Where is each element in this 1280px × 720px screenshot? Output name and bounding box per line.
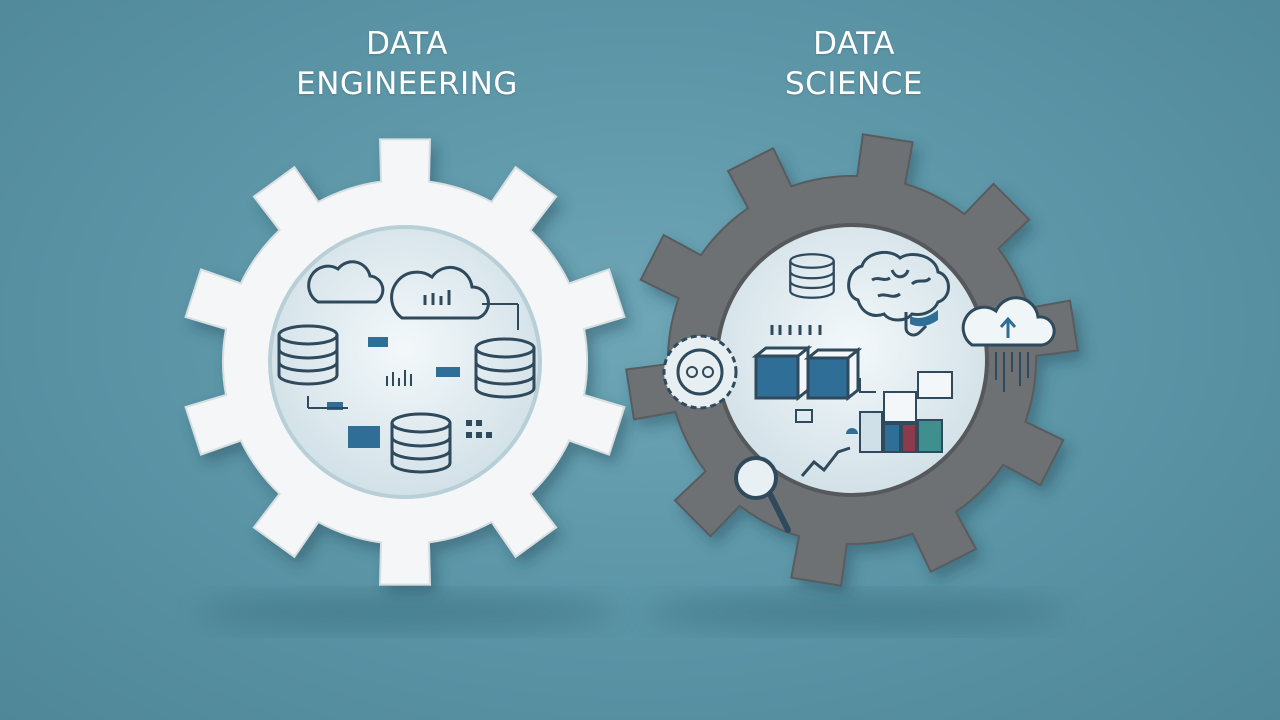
title-line-1: DATA [813, 26, 895, 62]
data-block-icon [327, 402, 343, 410]
small-window-icon [795, 409, 813, 423]
mini-bars-icon [770, 325, 822, 335]
upload-arrow-icon [999, 316, 1017, 338]
small-cloud-icon [846, 428, 858, 434]
data-stream-icon [995, 352, 1029, 392]
data-science-icons [662, 250, 1056, 533]
data-engineering-icons [277, 260, 536, 474]
gear-shadow [198, 596, 618, 628]
cube-icon [917, 371, 953, 399]
title-line-2: ENGINEERING [296, 66, 518, 102]
data-engineering-title: DATA ENGINEERING [207, 24, 607, 104]
cloud-bar-chart-icon [390, 266, 490, 320]
connector-line [859, 378, 876, 393]
mini-bars-icon [466, 420, 492, 438]
brain-stem-accent [910, 310, 938, 327]
cloud-icon [307, 260, 385, 304]
data-block-icon [436, 367, 460, 377]
data-science-title: DATA SCIENCE [654, 24, 1054, 104]
gear-badge-icon [662, 334, 738, 410]
gear-window [268, 225, 542, 499]
bar-chart-icon [859, 391, 943, 453]
gear-badge-dot [702, 366, 714, 378]
gear-shadow [645, 596, 1065, 628]
gear-badge-ring [676, 348, 724, 396]
gear-badge-dot [686, 366, 698, 378]
title-line-1: DATA [366, 26, 448, 62]
magnifier-icon [734, 456, 791, 533]
title-line-2: SCIENCE [785, 66, 923, 102]
bar-chart-icon [423, 290, 451, 305]
trend-line-icon [800, 446, 851, 477]
cube-icon [751, 344, 813, 402]
mini-bars-icon [386, 370, 412, 386]
data-block-icon [368, 337, 388, 347]
data-block-icon [348, 426, 380, 448]
cube-icon [803, 346, 863, 402]
brain-icon [847, 250, 950, 337]
